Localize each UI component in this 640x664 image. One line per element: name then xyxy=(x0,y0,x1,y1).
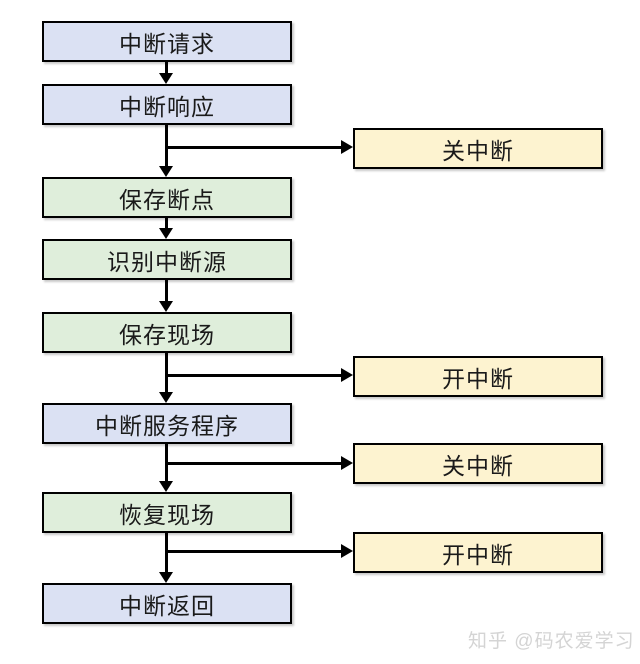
flow-node-label: 关中断 xyxy=(442,452,514,479)
flow-node-disable-interrupt-1: 关中断 xyxy=(353,128,603,169)
flow-node-label: 中断请求 xyxy=(119,30,215,57)
flow-node-disable-interrupt-2: 关中断 xyxy=(353,443,603,484)
flow-node-interrupt-service-routine: 中断服务程序 xyxy=(42,403,292,444)
branch-line-disable-2 xyxy=(166,462,342,465)
arrow-down-icon xyxy=(159,572,173,583)
flow-node-label: 中断响应 xyxy=(119,93,215,120)
connector-line-4 xyxy=(165,279,168,302)
branch-line-disable-1 xyxy=(166,146,342,149)
arrow-down-icon xyxy=(159,481,173,492)
arrow-down-icon xyxy=(159,228,173,239)
arrow-right-icon xyxy=(341,368,353,382)
flow-node-label: 识别中断源 xyxy=(107,248,227,275)
flow-node-identify-interrupt-source: 识别中断源 xyxy=(42,239,292,280)
connector-line-2 xyxy=(165,124,168,167)
arrow-right-icon xyxy=(341,544,353,558)
flow-node-label: 保存现场 xyxy=(119,321,215,348)
flow-node-enable-interrupt-2: 开中断 xyxy=(353,532,603,573)
connector-line-3 xyxy=(165,217,168,229)
flow-node-label: 关中断 xyxy=(442,137,514,164)
branch-line-enable-1 xyxy=(166,374,342,377)
flow-node-enable-interrupt-1: 开中断 xyxy=(353,356,603,397)
flow-node-save-context: 保存现场 xyxy=(42,312,292,353)
arrow-down-icon xyxy=(159,166,173,177)
flow-node-label: 保存断点 xyxy=(119,186,215,213)
flow-node-save-breakpoint: 保存断点 xyxy=(42,177,292,218)
flow-node-label: 开中断 xyxy=(442,541,514,568)
flow-node-label: 中断服务程序 xyxy=(95,412,239,439)
arrow-down-icon xyxy=(159,392,173,403)
flow-node-interrupt-return: 中断返回 xyxy=(42,583,292,624)
watermark-text: 知乎 @码农爱学习 xyxy=(468,631,635,652)
arrow-right-icon xyxy=(341,456,353,470)
branch-line-enable-2 xyxy=(166,550,342,553)
flow-node-label: 恢复现场 xyxy=(119,501,215,528)
arrow-down-icon xyxy=(159,73,173,84)
arrow-right-icon xyxy=(341,140,353,154)
flow-node-restore-context: 恢复现场 xyxy=(42,492,292,533)
arrow-down-icon xyxy=(159,301,173,312)
connector-line-5 xyxy=(165,352,168,393)
flow-node-label: 开中断 xyxy=(442,365,514,392)
flow-node-interrupt-response: 中断响应 xyxy=(42,84,292,125)
flow-node-interrupt-request: 中断请求 xyxy=(42,21,292,62)
connector-line-1 xyxy=(165,61,168,74)
flow-node-label: 中断返回 xyxy=(119,592,215,619)
